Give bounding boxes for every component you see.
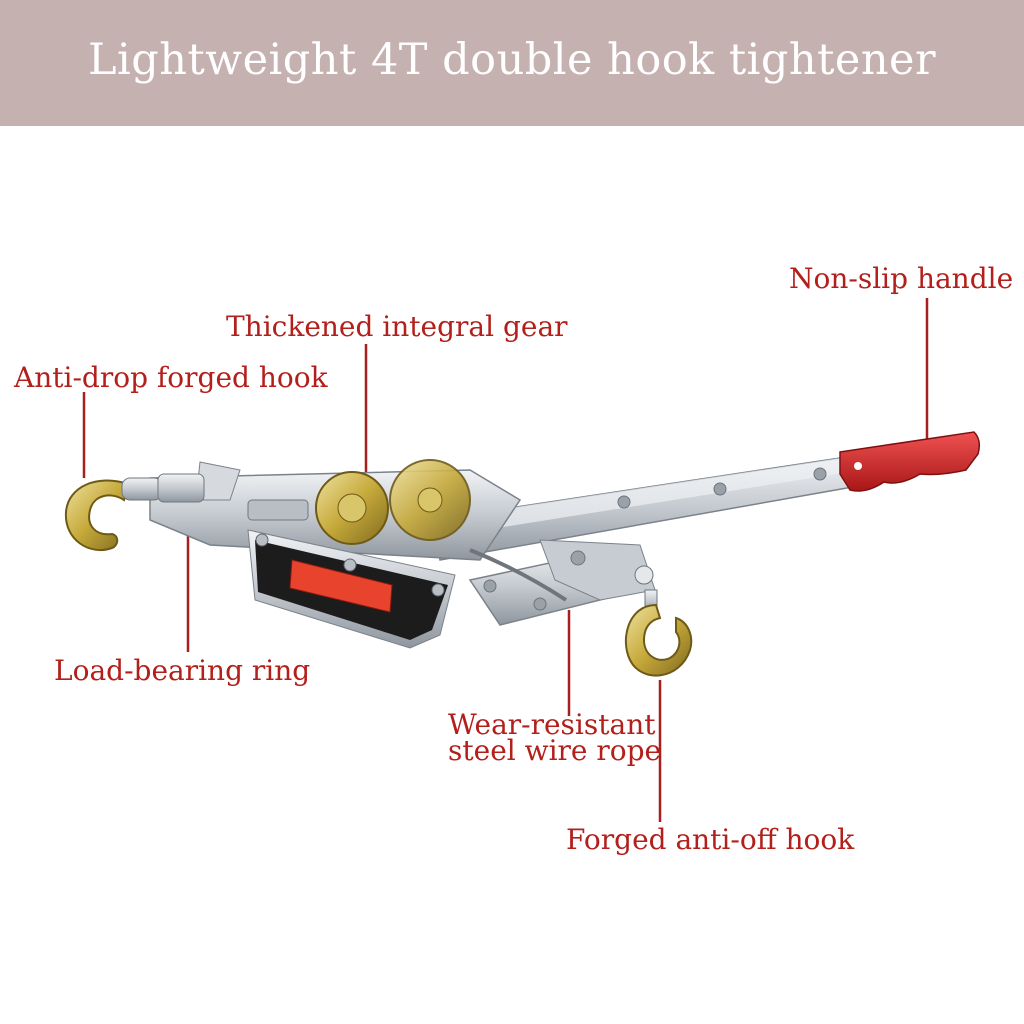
label-anti-drop-forged-hook: Anti-drop forged hook xyxy=(14,361,328,394)
label-forged-anti-off-hook: Forged anti-off hook xyxy=(566,823,855,856)
handle-grip xyxy=(839,431,981,492)
anti-drop-forged-hook xyxy=(64,473,205,552)
banner-title: Lightweight 4T double hook tightener xyxy=(87,35,937,85)
black-plate xyxy=(247,529,456,649)
label-non-slip-handle: Non-slip handle xyxy=(789,262,1014,295)
lower-arm xyxy=(468,539,656,626)
forged-anti-off-hook xyxy=(624,589,693,677)
label-wear-resistant-line1: Wear-resistant xyxy=(448,708,656,741)
steel-wire-rope xyxy=(469,548,568,602)
label-thickened-integral-gear: Thickened integral gear xyxy=(226,310,568,343)
label-load-bearing-ring: Load-bearing ring xyxy=(54,654,311,687)
title-banner: Lightweight 4T double hook tightener xyxy=(0,0,1024,126)
integral-gear xyxy=(315,459,471,545)
label-wear-resistant-line2: steel wire rope xyxy=(448,734,662,767)
